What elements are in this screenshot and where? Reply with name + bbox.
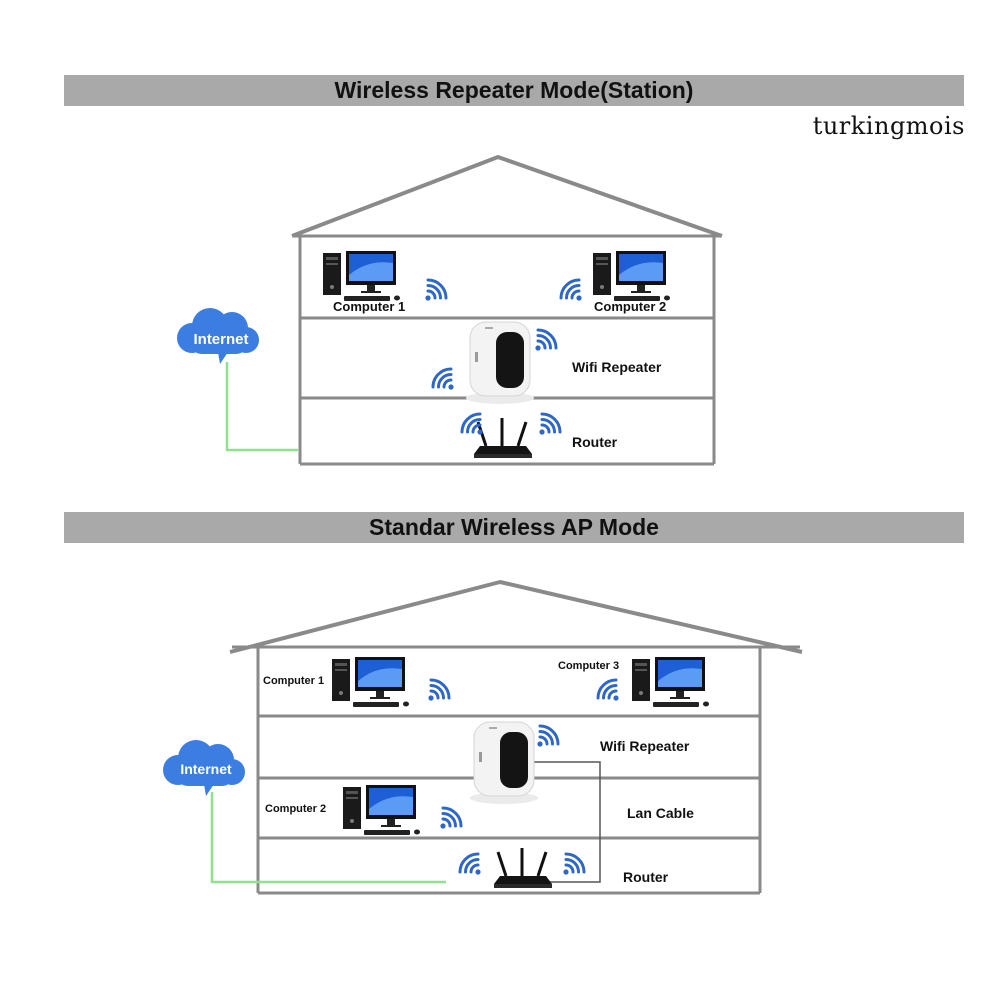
repeater-mode-diagram: Internet Computer 1 Computer 2 Wifi Repe… <box>177 155 723 466</box>
computer-2-label: Computer 2 <box>265 803 326 815</box>
computer-2-icon <box>593 251 670 301</box>
wifi-icon <box>438 806 463 831</box>
house-roof <box>291 155 723 238</box>
wifi-repeater-label: Wifi Repeater <box>572 359 662 375</box>
lan-cable-label: Lan Cable <box>627 805 694 821</box>
wifi-icon <box>460 412 485 437</box>
router-label: Router <box>572 434 618 450</box>
ap-mode-title: Standar Wireless AP Mode <box>64 512 964 543</box>
wifi-icon <box>596 678 621 703</box>
wifi-repeater-icon <box>465 321 535 405</box>
computer-3-label: Computer 3 <box>558 660 619 672</box>
wifi-repeater-icon <box>469 721 539 805</box>
house-roof <box>229 580 803 654</box>
computer-1-icon <box>323 251 400 301</box>
internet-line <box>225 362 298 452</box>
wifi-icon <box>561 852 586 877</box>
wifi-icon <box>423 278 448 303</box>
wifi-icon <box>426 678 451 703</box>
house-floors <box>232 645 800 895</box>
lan-cable-line <box>524 761 601 883</box>
computer-3-icon <box>632 657 709 707</box>
router-icon <box>472 416 534 460</box>
internet-label: Internet <box>193 331 248 348</box>
repeater-mode-title: Wireless Repeater Mode(Station) <box>64 75 964 106</box>
wifi-icon <box>535 724 560 749</box>
computer-1-icon <box>332 657 409 707</box>
computer-1-label: Computer 1 <box>263 675 324 687</box>
internet-label: Internet <box>180 761 232 777</box>
wifi-icon <box>559 278 584 303</box>
watermark: turkingmois <box>812 112 965 140</box>
ap-mode-diagram: Internet Computer 1 Computer 3 Wifi Repe… <box>163 580 803 895</box>
wifi-icon <box>533 328 558 353</box>
wifi-icon <box>458 852 483 877</box>
computer-2-label: Computer 2 <box>594 299 666 314</box>
wifi-icon <box>537 412 562 437</box>
router-label: Router <box>623 869 669 885</box>
internet-line <box>210 792 446 884</box>
router-icon <box>492 846 554 890</box>
wifi-repeater-label: Wifi Repeater <box>600 738 690 754</box>
wifi-icon <box>431 367 456 392</box>
computer-2-icon <box>343 785 420 835</box>
computer-1-label: Computer 1 <box>333 299 405 314</box>
